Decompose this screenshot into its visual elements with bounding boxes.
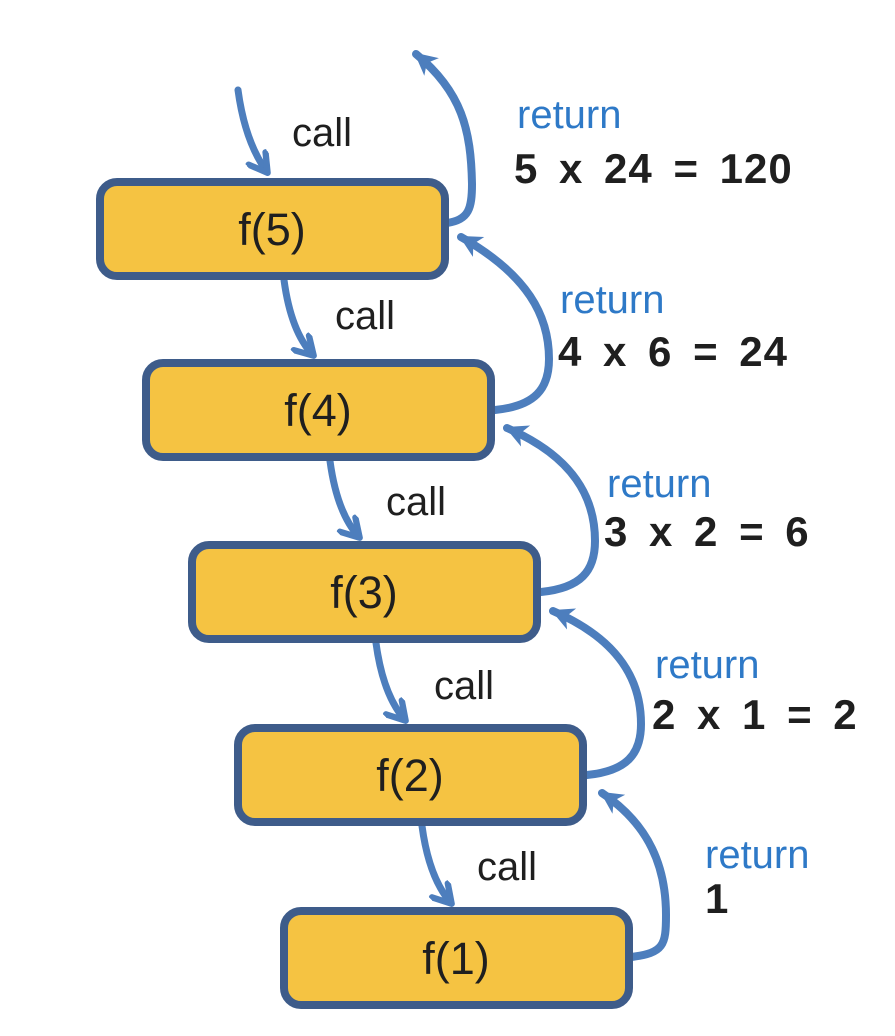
return-annotation-f3: return 3 x 2 = 6: [604, 462, 810, 555]
return-formula-f3: 3 x 2 = 6: [604, 508, 810, 555]
call-arrow-f2-f1: [418, 822, 451, 903]
return-label-f5: return: [517, 93, 622, 137]
return-label-f1: return: [705, 833, 810, 877]
frame-label-f5: f(5): [238, 204, 306, 255]
stack-frame-f3: f(3): [188, 541, 541, 643]
return-label-f4: return: [560, 278, 665, 322]
return-formula-f1: 1: [705, 875, 729, 922]
frame-box-f3: [188, 541, 541, 643]
return-arrow-f2-f3: [549, 607, 646, 779]
call-arrow-initial: [234, 86, 267, 172]
stack-frame-f1: f(1): [280, 907, 633, 1009]
return-arrow-f3-f4: [503, 424, 600, 596]
stack-frame-f2: f(2): [234, 724, 587, 826]
call-arrow-f5-f4: [280, 276, 313, 355]
return-annotation-f4: return 4 x 6 = 24: [558, 278, 788, 375]
frame-label-f2: f(2): [376, 750, 444, 801]
return-annotation-f2: return 2 x 1 = 2: [652, 643, 858, 738]
return-formula-f2: 2 x 1 = 2: [652, 691, 858, 738]
call-label-f3-f2: call: [434, 664, 494, 708]
frame-box-f4: [142, 359, 495, 461]
frame-label-f1: f(1): [422, 933, 490, 984]
return-arrow-f4-f5: [457, 233, 554, 414]
call-label-f5-f4: call: [335, 294, 395, 338]
return-formula-f4: 4 x 6 = 24: [558, 328, 788, 375]
frame-label-f4: f(4): [284, 385, 352, 436]
stack-frame-f5: f(5): [96, 178, 449, 280]
return-arrow-f1-f2: [598, 789, 671, 961]
call-arrow-f3-f2: [372, 639, 405, 720]
return-label-f3: return: [607, 462, 712, 506]
call-label-initial: call: [292, 111, 352, 155]
frame-label-f3: f(3): [330, 567, 398, 618]
return-annotation-f5: return 5 x 24 = 120: [514, 93, 793, 192]
return-formula-f5: 5 x 24 = 120: [514, 145, 793, 192]
call-label-f2-f1: call: [477, 845, 537, 889]
frame-box-f2: [234, 724, 587, 826]
call-arrow-f4-f3: [326, 457, 359, 537]
return-label-f2: return: [655, 643, 760, 687]
stack-frame-f4: f(4): [142, 359, 495, 461]
return-annotation-f1: return 1: [705, 833, 810, 922]
call-label-f4-f3: call: [386, 480, 446, 524]
return-arrow-f5-out: [412, 50, 477, 227]
frame-box-f1: [280, 907, 633, 1009]
frame-box-f5: [96, 178, 449, 280]
